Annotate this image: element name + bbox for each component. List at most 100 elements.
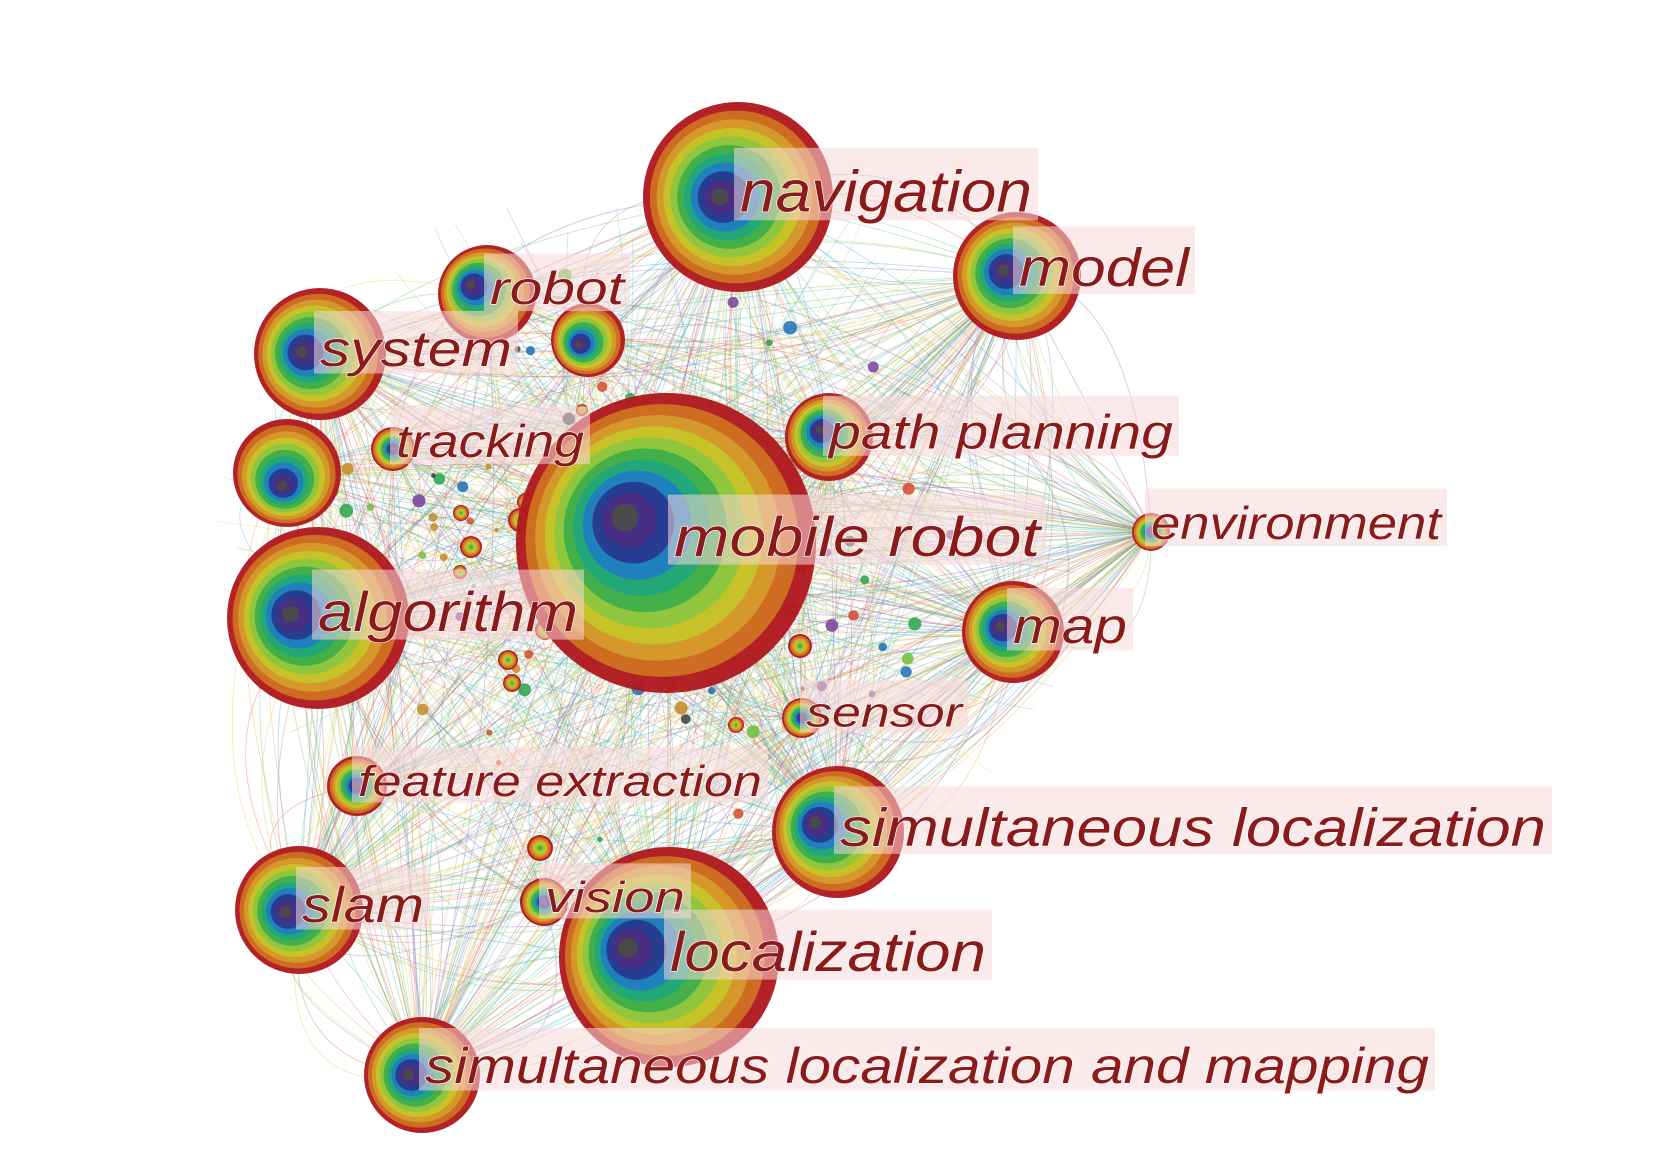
co-occurrence-link (421, 717, 803, 1076)
environment-label: environment (1151, 497, 1444, 549)
co-occurrence-link (421, 196, 739, 1076)
minor-keyword-node (597, 836, 603, 843)
unlabeled-red-top-node (551, 303, 625, 377)
localization-label-highlight (664, 909, 992, 980)
co-occurrence-link (356, 785, 839, 844)
mobile-robot-node (516, 393, 816, 693)
path-planning-label-highlight (823, 395, 1179, 456)
minor-keyword-node (727, 296, 739, 308)
co-occurrence-link (385, 448, 423, 1076)
minor-keyword-node (902, 482, 915, 495)
minor-keyword-node (746, 725, 760, 739)
mobile-robot-label-group: mobile robot (668, 494, 1046, 569)
co-occurrence-link (356, 196, 739, 787)
minor-keyword-node (439, 553, 448, 562)
system-label: system (320, 321, 512, 377)
unlabeled-red-left-node (233, 419, 341, 527)
algorithm-label-highlight (312, 569, 584, 640)
path-planning-label-group: path planning (823, 395, 1179, 460)
model-label-group: model (1013, 226, 1195, 298)
co-occurrence-link (759, 299, 1070, 763)
minor-keyword-node (901, 652, 914, 665)
minor-keyword-node (339, 503, 354, 518)
simultaneous-localization-label-group: simultaneous localization (834, 786, 1552, 858)
minor-keyword-node (527, 835, 553, 861)
minor-keyword-node (457, 481, 469, 493)
algorithm-label: algorithm (318, 580, 578, 643)
mobile-robot-label: mobile robot (674, 505, 1043, 568)
minor-keyword-node (503, 674, 521, 692)
robot-label-highlight (484, 253, 630, 312)
minor-keyword-node (674, 701, 688, 715)
sensor-label: sensor (806, 688, 964, 735)
minor-keyword-node (453, 505, 469, 521)
co-occurrence-link (298, 531, 1152, 911)
environment-label-highlight (1145, 488, 1447, 547)
co-occurrence-link (668, 531, 1152, 958)
sensor-label-highlight (800, 680, 968, 733)
co-occurrence-link (298, 631, 1014, 911)
localization-label: localization (670, 920, 986, 983)
robot-label-group: robot (484, 253, 630, 315)
environment-label-group: environment (1145, 488, 1447, 550)
minor-keyword-node (416, 703, 429, 716)
minor-keyword-node (525, 346, 536, 356)
tracking-label: tracking (396, 415, 584, 467)
vision-label-highlight (539, 863, 691, 919)
co-occurrence-link (587, 339, 1152, 533)
minor-keyword-node (466, 517, 474, 525)
feature-extraction-label: feature extraction (358, 757, 762, 806)
feature-extraction-label-highlight (352, 747, 768, 803)
system-label-highlight (314, 311, 518, 374)
minor-keyword-node (733, 808, 744, 819)
simultaneous-localization-and-mapping-label-highlight (419, 1028, 1435, 1091)
map-label-group: map (1007, 588, 1133, 655)
keyword-labels: navigation model robot system tracking path p… (296, 147, 1552, 1095)
sensor-label-group: sensor (800, 680, 968, 736)
model-label: model (1019, 238, 1191, 298)
slam-label-group: slam (296, 867, 430, 934)
co-occurrence-link (587, 338, 1152, 533)
minor-keyword-node (524, 650, 534, 659)
minor-keyword-node (498, 650, 518, 670)
algorithm-label-group: algorithm (312, 569, 584, 644)
navigation-label: navigation (740, 160, 1032, 225)
minor-keyword-node (518, 683, 532, 697)
minor-keyword-node (341, 462, 354, 475)
navigation-label-highlight (734, 147, 1038, 221)
simultaneous-localization-and-mapping-label-group: simultaneous localization and mapping (419, 1028, 1435, 1095)
minor-keyword-node (428, 513, 438, 522)
co-occurrence-link (387, 448, 423, 1076)
co-occurrence-link (668, 275, 1018, 958)
co-occurrence-link (392, 448, 839, 833)
minor-keyword-node (431, 473, 436, 478)
co-occurrence-link (837, 275, 1018, 833)
minor-keyword-node (878, 642, 888, 652)
co-occurrence-link (587, 275, 1018, 356)
localization-label-group: localization (664, 909, 992, 984)
simultaneous-localization-and-mapping-label: simultaneous localization and mapping (425, 1038, 1429, 1094)
co-occurrence-link (319, 353, 545, 903)
minor-keyword-node (597, 381, 608, 392)
map-label-highlight (1007, 588, 1133, 651)
vision-label-group: vision (539, 863, 691, 922)
minor-keyword-node (825, 619, 839, 632)
minor-keyword-node (728, 717, 744, 733)
co-occurrence-link (372, 448, 423, 1076)
map-label: map (1013, 598, 1127, 654)
co-occurrence-link (668, 275, 1018, 958)
simultaneous-localization-label-highlight (834, 786, 1552, 854)
minor-keyword-node (460, 536, 482, 558)
co-occurrence-link (421, 631, 1014, 1076)
tracking-label-group: tracking (390, 406, 590, 468)
robot-label: robot (490, 262, 627, 314)
slam-label: slam (302, 877, 424, 933)
minor-keyword-node (788, 634, 812, 658)
minor-keyword-node (494, 528, 499, 533)
co-occurrence-link (837, 531, 1152, 833)
co-occurrence-link (421, 717, 803, 1076)
co-occurrence-link (317, 275, 1018, 619)
co-occurrence-link (801, 531, 1152, 719)
